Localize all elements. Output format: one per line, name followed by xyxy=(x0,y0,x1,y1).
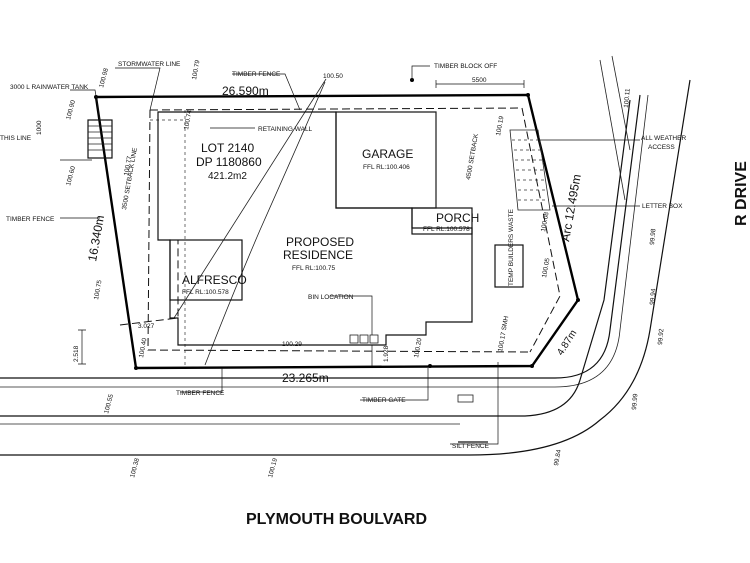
level-labels: 100.98 100.79 100.50 100.90 100.77 100.6… xyxy=(65,59,665,478)
label-retaining: RETAINING WALL xyxy=(258,126,313,133)
setback-3500: 3500 SETBACK LINE xyxy=(121,147,139,211)
residence-label-1: PROPOSED xyxy=(286,235,354,249)
label-rainwater: 3000 L RAINWATER TANK xyxy=(10,84,89,91)
lot-area: 421.2m2 xyxy=(208,171,247,182)
dim-1000: 1000 xyxy=(36,120,43,135)
level: 100.08 xyxy=(540,211,550,232)
label-all-weather-2: ACCESS xyxy=(648,144,675,151)
label-silt-fence: SILT FENCE xyxy=(452,443,490,450)
porch-label: PORCH xyxy=(436,211,479,225)
dim-bottom: 23.265m xyxy=(282,371,329,385)
level: 100.50 xyxy=(323,73,343,80)
building-labels: GARAGE FFL RL:100.406 PORCH FFL RL:100.5… xyxy=(182,147,515,296)
label-bin-location: BIN LOCATION xyxy=(308,294,354,301)
lot-boundary xyxy=(94,93,580,370)
all-weather-access xyxy=(509,129,551,211)
residence-ffl: FFL RL:100.75 xyxy=(292,265,336,272)
road-kerbs xyxy=(0,55,691,456)
level: 99.94 xyxy=(649,288,657,305)
level: 100.11 xyxy=(623,88,632,108)
dim-arc: Arc 12.495m xyxy=(558,173,584,242)
bin-location xyxy=(349,334,379,344)
level: 100.74 xyxy=(183,109,193,130)
dim-1928: 1.928 xyxy=(383,345,390,362)
street-name-bottom: PLYMOUTH BOULVARD xyxy=(246,511,427,528)
porch-outline xyxy=(411,207,473,235)
level: 100.90 xyxy=(65,99,77,120)
dim-corner: 4.87m xyxy=(555,328,579,357)
level: 99.84 xyxy=(553,449,563,467)
level: 100.55 xyxy=(103,393,115,414)
leader-lines xyxy=(60,65,640,445)
garage-label: GARAGE xyxy=(362,147,413,161)
label-timber-fence-left: TIMBER FENCE xyxy=(6,216,55,223)
level: 100.20 xyxy=(413,337,423,358)
dim-3027: 3.027 xyxy=(138,323,155,330)
level: 100.98 xyxy=(98,67,110,88)
residence-footprint xyxy=(157,111,473,346)
lot-info: LOT 2140 DP 1180860 421.2m2 xyxy=(196,141,262,182)
residence-label-2: RESIDENCE xyxy=(283,248,353,262)
level: 100.60 xyxy=(65,165,77,186)
alfresco-outline xyxy=(169,239,243,301)
level: 100.75 xyxy=(93,279,103,300)
level: 100.38 xyxy=(129,457,141,478)
level: 100.79 xyxy=(191,59,201,80)
level: 100.40 xyxy=(138,337,148,358)
dim-2518: 2.518 xyxy=(73,345,80,362)
setback-4500: 4500 SETBACK xyxy=(465,133,480,181)
rainwater-tank xyxy=(87,119,113,159)
level: 100.19 xyxy=(267,457,279,478)
alfresco-ffl: FFL RL:100.578 xyxy=(182,289,229,296)
label-sewer: 100.17 SMH xyxy=(497,315,510,352)
lot-dp: DP 1180860 xyxy=(196,155,262,169)
dim-top: 26.590m xyxy=(222,84,269,98)
label-letter-box: LETTER BOX xyxy=(642,203,683,210)
garage-ffl: FFL RL:100.406 xyxy=(363,164,410,171)
stormwater-line xyxy=(204,81,326,366)
dim-left: 16.340m xyxy=(85,214,107,262)
street-name-right: R DRIVE xyxy=(733,161,750,226)
fence-lines xyxy=(119,107,561,368)
temp-waste-box xyxy=(494,244,524,288)
level: 99.98 xyxy=(649,228,657,245)
level: 100.19 xyxy=(495,115,505,136)
stormwater-line-2 xyxy=(173,78,327,319)
level: 100.77 xyxy=(123,155,133,176)
level: 100.29 xyxy=(282,341,302,348)
label-stormwater: STORMWATER LINE xyxy=(118,61,181,68)
dim-5500: 5500 xyxy=(472,77,487,84)
temp-waste-label: TEMP BUILDERS WASTE xyxy=(508,208,515,286)
label-all-weather-1: ALL WEATHER xyxy=(641,135,686,142)
label-timber-gate: TIMBER GATE xyxy=(362,397,406,404)
survey-points xyxy=(94,78,580,370)
label-this-line: THIS LINE xyxy=(0,135,32,142)
alfresco-label: ALFRESCO xyxy=(182,273,247,287)
lot-title: LOT 2140 xyxy=(201,141,254,155)
level: 99.99 xyxy=(631,393,639,410)
label-timber-fence-bottom: TIMBER FENCE xyxy=(176,390,225,397)
level: 100.05 xyxy=(541,257,551,278)
label-timber-fence-top: TIMBER FENCE xyxy=(232,71,281,78)
porch-ffl: FFL RL:100.578 xyxy=(423,226,470,233)
label-timber-block: TIMBER BLOCK OFF xyxy=(434,63,497,70)
level: 99.92 xyxy=(657,328,665,345)
